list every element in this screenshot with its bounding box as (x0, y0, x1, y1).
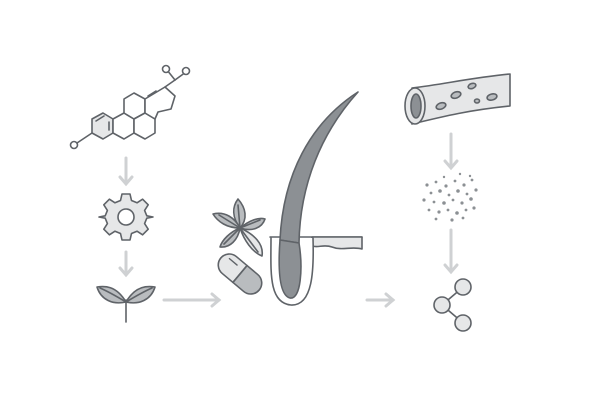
particle-dot (462, 183, 466, 187)
arrow-particles-to-network-head (443, 263, 459, 275)
ring-a-double-bond (95, 115, 105, 122)
particle-dot (458, 172, 462, 176)
particle-dot (438, 189, 442, 193)
particle-dot (464, 208, 468, 212)
arrow-gear-to-sprout-head (118, 266, 134, 278)
particle-dot (450, 218, 454, 222)
particle-dot (429, 191, 433, 195)
vessel-cell-5 (473, 98, 481, 104)
capsule-pill-icon (217, 253, 263, 295)
vessel-cell-2 (450, 90, 462, 100)
particle-dot (427, 208, 431, 212)
particle-dot (451, 198, 455, 202)
herb-leaf-icon (212, 198, 266, 257)
vessel-lumen (410, 93, 422, 119)
arrow-molecule-to-gear-head (118, 175, 134, 187)
arrows-group (118, 132, 459, 308)
hair-shaft (279, 91, 359, 244)
arrow-sprout-to-follicle-head (210, 292, 222, 308)
vessel-cell-3 (467, 82, 477, 90)
atom-top-right (181, 66, 191, 76)
network-node-bottom (454, 314, 472, 332)
hydroxyl-atom (69, 140, 79, 150)
gear-icon (98, 193, 154, 241)
particle-dot (446, 208, 450, 212)
hair-bulb (278, 239, 302, 299)
vessel-tube (411, 73, 511, 125)
steroid-molecule-icon (69, 64, 191, 150)
ring-d (144, 86, 176, 120)
particle-dot (456, 189, 460, 193)
capsule-half-dark (232, 264, 263, 295)
particle-dot (434, 217, 438, 221)
vessel-cell-4 (486, 93, 498, 101)
arrow-vessel-to-particles-head (443, 159, 459, 171)
atom-top-left (161, 64, 171, 74)
particle-dot (442, 175, 446, 179)
sprout-leaf-left-vein (99, 287, 127, 303)
particle-dot (469, 197, 473, 201)
particle-dot (470, 178, 474, 182)
hair-follicle-icon (269, 91, 363, 306)
particle-dot (461, 216, 465, 220)
arrow-follicle-to-network-head (384, 292, 396, 308)
particle-dot (447, 193, 451, 197)
blood-vessel-icon (404, 73, 511, 125)
side-chain-1 (164, 79, 176, 88)
network-node-left (433, 296, 451, 314)
particle-dot (422, 198, 426, 202)
network-node-top (454, 278, 472, 296)
particle-dot (432, 200, 436, 204)
particle-dot (465, 192, 469, 196)
particle-dot (425, 183, 429, 187)
vessel-cell-1 (435, 101, 447, 111)
particle-dot (434, 180, 438, 184)
particle-dot (453, 179, 457, 183)
gear-hub (117, 208, 135, 226)
particle-dot (455, 211, 459, 215)
particle-dot (472, 206, 476, 210)
hydroxyl-bond (76, 132, 93, 144)
particle-dot (444, 184, 448, 188)
sprout-leaf-right-vein (125, 287, 153, 303)
ring-c-double-bond (147, 90, 157, 97)
capsule-highlight (228, 257, 238, 266)
particle-dot (460, 201, 464, 205)
particle-dot (468, 174, 472, 178)
particle-dot (442, 201, 446, 205)
share-molecule-icon (433, 278, 472, 332)
herb-leaf-veins (218, 204, 261, 253)
particles-icon (422, 172, 478, 222)
sprout-icon (96, 285, 156, 323)
particle-dot (474, 188, 478, 192)
particle-dot (437, 210, 441, 214)
skin-layer (311, 236, 363, 250)
capsule-half-light (217, 253, 248, 284)
